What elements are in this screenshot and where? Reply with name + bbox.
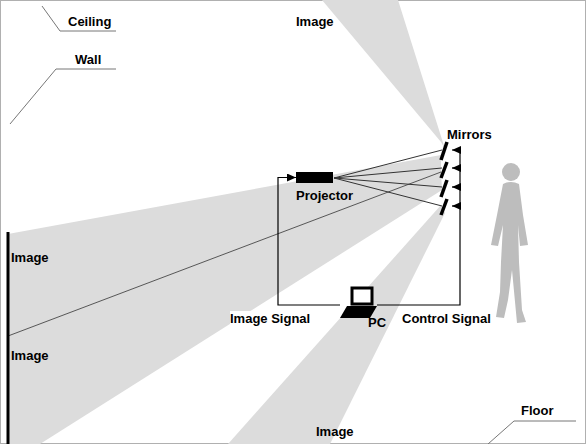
- node-label: Projector: [296, 188, 353, 203]
- laptop-pc: PC: [340, 286, 377, 319]
- beam-divider: [8, 172, 441, 336]
- projector-body: [296, 172, 333, 183]
- ceiling-beam: [322, 0, 445, 149]
- person-silhouette: [491, 163, 528, 323]
- signal-label: Control Signal: [402, 311, 491, 326]
- signal-label: Image Signal: [230, 311, 310, 326]
- wall-leader: [10, 69, 116, 124]
- surface-label: Image: [316, 424, 354, 439]
- node-label: Mirrors: [447, 127, 492, 142]
- signal-line: [377, 150, 460, 305]
- signal-branch: [452, 205, 460, 206]
- node-label: PC: [368, 315, 386, 330]
- surface-label: Image: [296, 14, 334, 29]
- wall-surface: [7, 232, 10, 444]
- surface-label: Ceiling: [68, 14, 111, 29]
- signal-branch: [452, 167, 460, 168]
- projector-box: Projector: [296, 172, 333, 183]
- mirror-array: Mirrors: [436, 140, 452, 216]
- surface-label: Wall: [75, 52, 101, 67]
- laptop-icon: [340, 286, 377, 319]
- mirror-strokes: [436, 140, 452, 216]
- surface-label: Image: [11, 348, 49, 363]
- floor-leader: [488, 421, 576, 444]
- ceiling-leader: [42, 6, 116, 31]
- signal-branch: [452, 186, 460, 187]
- surface-label: Floor: [521, 403, 554, 418]
- surface-label: Image: [11, 250, 49, 265]
